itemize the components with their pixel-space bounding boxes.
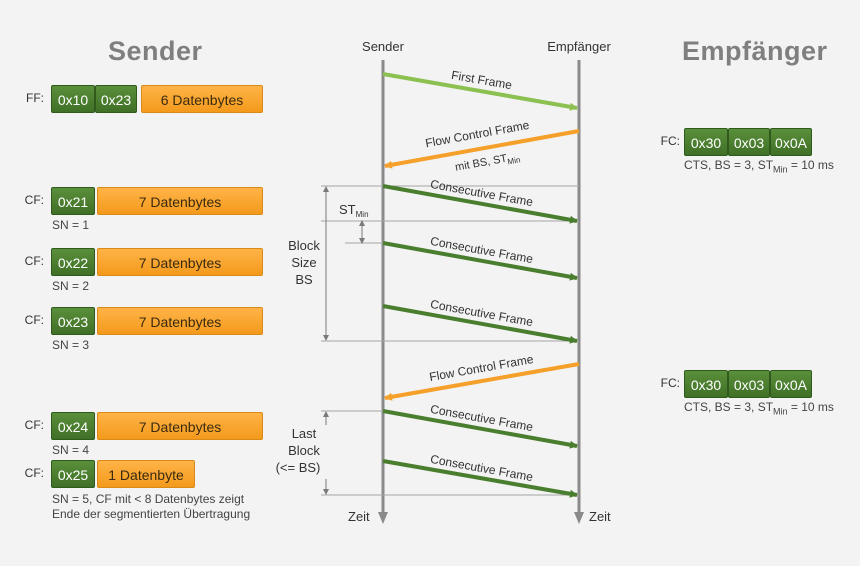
receiver-column-label: Empfänger: [547, 39, 611, 54]
fc1-byte-1: 0x30: [684, 128, 728, 156]
cf5-sn: SN = 5, CF mit < 8 Datenbytes zeigt: [52, 492, 245, 506]
sender-time-label: Zeit: [348, 509, 370, 524]
block-size-label-3: BS: [295, 272, 313, 287]
last-block-label-2: Block: [288, 443, 320, 458]
cf1-data: 7 Datenbytes: [97, 187, 263, 215]
consecutive-frame-arrow-5: [382, 459, 578, 498]
ff-data: 6 Datenbytes: [141, 85, 263, 113]
consecutive-frame-arrow-4: [382, 409, 578, 449]
cf5-label: CF:: [24, 466, 44, 480]
cf1-label: CF:: [24, 193, 44, 207]
ff-byte-2: 0x23: [95, 85, 137, 113]
cf5-byte-1: 0x25: [51, 460, 95, 488]
cf2-data: 7 Datenbytes: [97, 248, 263, 276]
cf3-sn: SN = 3: [52, 338, 90, 352]
cf2-byte-1: 0x22: [51, 248, 95, 276]
first-frame-arrow: [382, 72, 578, 111]
fc1-label: FC:: [660, 134, 680, 148]
block-size-label-2: Size: [291, 255, 316, 270]
ff-label: FF:: [26, 91, 44, 105]
last-block-label-bg: [270, 425, 332, 479]
ff-byte-1: 0x10: [51, 85, 95, 113]
consecutive-frame-arrow-2: [382, 241, 578, 281]
cf4-sn: SN = 4: [52, 443, 90, 457]
flow-control-arrow-1: [384, 129, 580, 169]
cf2-label: CF:: [24, 254, 44, 268]
cf2-sn: SN = 2: [52, 279, 90, 293]
receiver-time-label: Zeit: [589, 509, 611, 524]
last-block-label-3: (<= BS): [276, 460, 321, 475]
flow-control-label-1: Flow Control Frame: [424, 118, 530, 150]
receiver-heading: Empfänger: [682, 36, 828, 66]
cf3-data: 7 Datenbytes: [97, 307, 263, 335]
cf4-data: 7 Datenbytes: [97, 412, 263, 440]
fc1-byte-3: 0x0A: [770, 128, 812, 156]
consecutive-frame-arrow-1: [382, 184, 578, 224]
st-min-label: STMin: [339, 202, 369, 219]
cf4-byte-1: 0x24: [51, 412, 95, 440]
consecutive-frame-arrow-3: [382, 304, 578, 344]
fc2-byte-1: 0x30: [684, 370, 728, 398]
cf3-label: CF:: [24, 313, 44, 327]
fc2-byte-3: 0x0A: [770, 370, 812, 398]
fc2-info: CTS, BS = 3, STMin = 10 ms: [684, 400, 834, 417]
cf3-byte-1: 0x23: [51, 307, 95, 335]
sender-heading: Sender: [108, 36, 203, 66]
flow-control-params-1: mit BS, STMin: [454, 150, 521, 175]
fc1-byte-2: 0x03: [728, 128, 770, 156]
fc2-label: FC:: [660, 376, 680, 390]
cf1-byte-1: 0x21: [51, 187, 95, 215]
fc1-info: CTS, BS = 3, STMin = 10 ms: [684, 158, 834, 175]
last-block-label-1: Last: [292, 426, 317, 441]
cf1-sn: SN = 1: [52, 218, 90, 232]
cf4-label: CF:: [24, 418, 44, 432]
fc2-byte-2: 0x03: [728, 370, 770, 398]
cf5-data: 1 Datenbyte: [97, 460, 195, 488]
sender-timeline-arrowhead: [378, 512, 388, 524]
cf5-end-note: Ende der segmentierten Übertragung: [52, 507, 251, 521]
block-size-label-bg: [283, 236, 323, 290]
flow-control-arrow-2: [384, 362, 580, 401]
sender-column-label: Sender: [362, 39, 405, 54]
receiver-timeline-arrowhead: [574, 512, 584, 524]
block-size-label-1: Block: [288, 238, 320, 253]
